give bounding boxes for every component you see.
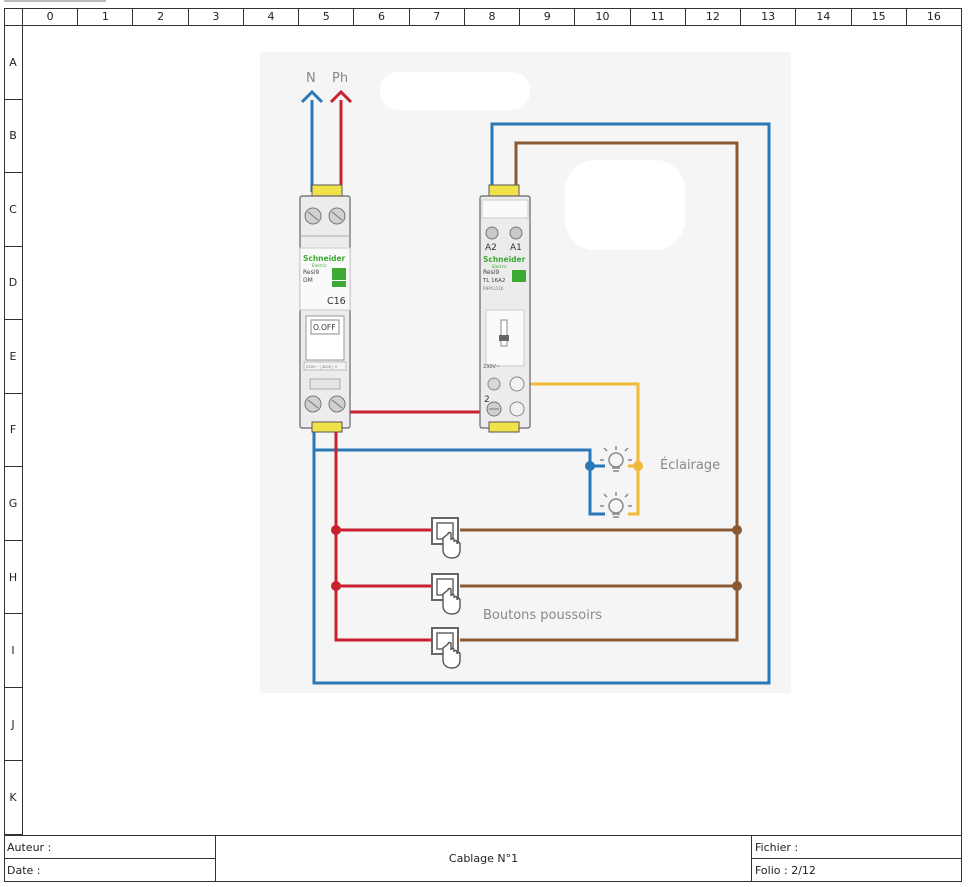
- row-header: J: [4, 687, 23, 762]
- phase-junction: [331, 581, 341, 591]
- column-header: 13: [741, 8, 797, 26]
- relay-voltage: 230V~: [483, 364, 500, 370]
- column-header: 9: [520, 8, 576, 26]
- column-header: 3: [188, 8, 244, 26]
- drawing-title: Cablage N°1: [448, 852, 519, 865]
- relay-brand: Schneider: [483, 255, 526, 264]
- top-tab-marker: [4, 0, 106, 2]
- breaker-strip-text: 230V~ | 3000 | 3: [306, 365, 337, 369]
- phase-arrow: [329, 89, 353, 104]
- column-header: 1: [78, 8, 134, 26]
- row-header: D: [4, 246, 23, 321]
- column-header: 11: [630, 8, 686, 26]
- push-button-icon: [431, 627, 461, 669]
- lamp-icon: [600, 446, 632, 472]
- return-wires: [460, 141, 739, 642]
- row-header: K: [4, 761, 23, 835]
- column-header: 15: [851, 8, 907, 26]
- neutral-junction: [585, 461, 595, 471]
- breaker-switch-label: O.OFF: [313, 323, 336, 332]
- column-header: 8: [464, 8, 521, 26]
- neutral-label: N: [306, 71, 316, 86]
- column-header: 6: [354, 8, 410, 26]
- relay-terminal-a2: A2: [485, 243, 497, 253]
- file-field: Fichier :: [755, 840, 799, 854]
- column-header: 7: [409, 8, 465, 26]
- relay-terminal-2: 2: [484, 395, 490, 405]
- relay-ref: R9PCL116: [483, 286, 504, 291]
- breaker-range: Resi9: [303, 269, 319, 276]
- column-header: 5: [299, 8, 355, 26]
- column-header: 14: [796, 8, 852, 26]
- relay-terminal-a1: A1: [510, 243, 522, 253]
- neutral-arrow: [300, 89, 324, 104]
- row-header: B: [4, 99, 23, 174]
- row-header: F: [4, 393, 23, 468]
- column-header: 12: [685, 8, 742, 26]
- phase-label: Ph: [332, 71, 348, 86]
- erased-area: [380, 72, 530, 110]
- author-field: Auteur :: [7, 840, 52, 854]
- phase-wires: [334, 100, 480, 642]
- home-icon: [512, 270, 526, 282]
- relay-brand-sub: Electric: [492, 264, 507, 269]
- row-header: E: [4, 320, 23, 394]
- column-header: 10: [575, 8, 631, 26]
- lamp-junction: [633, 461, 643, 471]
- column-header: 0: [23, 8, 79, 26]
- date-field: Date :: [7, 863, 41, 877]
- home-icon: [332, 268, 346, 280]
- grid-corner: [4, 8, 23, 26]
- return-junction: [732, 581, 742, 591]
- breaker-brand: Schneider: [303, 254, 346, 263]
- breaker-brand-sub: Electric: [312, 263, 327, 268]
- circuit-breaker: Schneider Electric Resi9 DM C16 O.OFF 23…: [299, 184, 351, 433]
- phase-junction: [331, 525, 341, 535]
- sheet-frame: [4, 8, 962, 882]
- relay-range: Resi9: [483, 269, 499, 276]
- row-header: C: [4, 173, 23, 247]
- relay-model: TL 16A2: [482, 278, 505, 284]
- lamp-icon: [600, 492, 632, 518]
- return-junction: [732, 525, 742, 535]
- column-header: 2: [133, 8, 189, 26]
- erased-area: [565, 160, 685, 250]
- row-header: I: [4, 614, 23, 688]
- wiring-diagram: Schneider Electric Resi9 DM C16 O.OFF 23…: [299, 71, 771, 685]
- column-header: 4: [243, 8, 300, 26]
- lighting-label: Éclairage: [660, 457, 720, 473]
- folio-field: Folio : 2/12: [755, 863, 816, 877]
- push-buttons-label: Boutons poussoirs: [483, 608, 602, 623]
- row-header: H: [4, 540, 23, 615]
- column-header: 16: [906, 8, 962, 26]
- neutral-wires: [310, 100, 771, 685]
- push-button-icon: [431, 517, 461, 559]
- breaker-model: DM: [303, 277, 313, 284]
- breaker-rating: C16: [327, 296, 346, 307]
- row-header: A: [4, 26, 23, 100]
- wiring-diagram-panel: Schneider Electric Resi9 DM C16 O.OFF 23…: [260, 52, 791, 693]
- remote-switch-relay: A2 A1 Schneider Electric Resi9 TL 16A2 R…: [479, 184, 531, 433]
- row-header: G: [4, 467, 23, 541]
- push-button-icon: [431, 573, 461, 615]
